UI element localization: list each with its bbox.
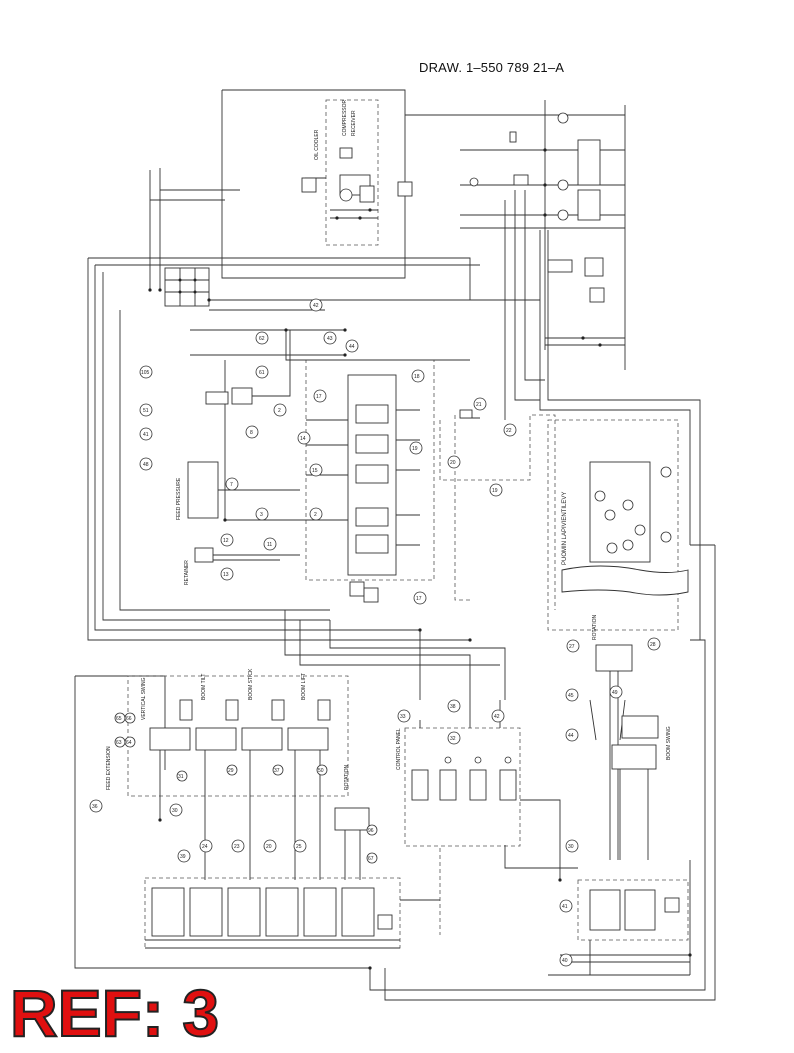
drawing-number: DRAW. 1–550 789 21–A: [419, 60, 565, 75]
oil-cooler-label: OIL COOLER: [314, 129, 320, 160]
ref-bubble: 13: [223, 572, 229, 578]
vertical-swing-label: VERTICAL SWING: [141, 677, 147, 720]
ref-bubble: 37: [274, 768, 280, 774]
feed-extension-label: FEED EXTENSION: [106, 746, 112, 790]
ref-bubble: 40: [562, 958, 568, 964]
ref-bubble: 27: [569, 644, 575, 650]
ref-bubble: 61: [259, 370, 265, 376]
ref-bubble: 14: [300, 436, 306, 442]
ref-bubble: 67: [368, 856, 374, 862]
ref-bubble: 63: [116, 740, 122, 746]
retainer-label: RETAINER: [184, 560, 190, 585]
boom-lift-label: BOOM LIFT: [301, 673, 307, 700]
ref-bubble: 50: [318, 768, 324, 774]
boom-stick-label: BOOM STICK: [248, 668, 254, 700]
ref-bubble: 28: [650, 642, 656, 648]
connecting-lines: [284, 190, 716, 1001]
ref-bubble: 23: [234, 844, 240, 850]
ref-bubble: 2: [314, 512, 317, 518]
ref-bubble: 42: [494, 714, 500, 720]
ref-bubble: 8: [250, 430, 253, 436]
boom-tilt-label: BOOM TILT: [201, 674, 207, 700]
left-pipework: [74, 168, 540, 969]
feed-pressure-area: FEED PRESSURE RETAINER: [176, 330, 300, 585]
ref-bubble: 30: [172, 808, 178, 814]
ref-bubble: 36: [92, 804, 98, 810]
ref-bubble: 38: [450, 704, 456, 710]
lower-valve-block: [144, 877, 401, 949]
ref-bubble: 15: [312, 468, 318, 474]
ref-bubble: 19: [492, 488, 498, 494]
ref-bubble: 96: [368, 828, 374, 834]
control-panel: CONTROL PANEL: [396, 700, 521, 847]
ref-bubble: 17: [316, 394, 322, 400]
ref-bubble: 25: [296, 844, 302, 850]
ref-bubble: 32: [450, 736, 456, 742]
ref-bubble: 42: [313, 303, 319, 309]
reference-bubbles: 42 43 44 105 51 41 48 62 61 2 8 7 3 12 1…: [89, 298, 661, 967]
lower-right-valve-block: [560, 860, 691, 975]
feed-pressure-label: FEED PRESSURE: [176, 477, 182, 520]
ref-bubble: 51: [143, 408, 149, 414]
ref-bubble: 29: [228, 768, 234, 774]
boom-panel-label: PUOMIN LAPIVIENTILEVY: [562, 492, 568, 565]
ref-bubble: 41: [562, 904, 568, 910]
compressor-group: OIL COOLER COMPRESSOR RECEIVER: [221, 89, 413, 279]
junction-dots: [148, 288, 692, 970]
ref-bubble: 33: [400, 714, 406, 720]
ref-bubble: 18: [414, 374, 420, 380]
reference-label: REF: 3: [9, 976, 220, 1050]
ref-bubble: 20: [450, 460, 456, 466]
ref-bubble: 39: [180, 854, 186, 860]
ref-bubble: 44: [349, 344, 355, 350]
ref-bubble: 64: [126, 740, 132, 746]
ref-bubble: 22: [506, 428, 512, 434]
boom-swing-group: BOOM SWING: [611, 715, 672, 860]
rotation-valve-label: ROTATION: [344, 765, 350, 790]
boom-panel: PUOMIN LAPIVIENTILEVY: [547, 419, 689, 631]
ref-bubble: 66: [126, 716, 132, 722]
boom-controls: VERTICAL SWING BOOM TILT BOOM STICK BOOM…: [106, 668, 349, 880]
ref-bubble: 3: [260, 512, 263, 518]
upper-right-manifold: [405, 100, 626, 370]
ref-bubble: 20: [266, 844, 272, 850]
main-valve-bank: [190, 329, 556, 610]
control-panel-label: CONTROL PANEL: [396, 728, 402, 770]
ref-bubble: 12: [223, 538, 229, 544]
ref-bubble: 21: [476, 402, 482, 408]
ref-bubble: 30: [568, 844, 574, 850]
rotation-label: ROTATION: [592, 615, 598, 640]
compressor-label: COMPRESSOR: [342, 99, 348, 136]
ref-bubble: 62: [259, 336, 265, 342]
ref-bubble: 105: [141, 370, 150, 376]
ref-bubble: 43: [327, 336, 333, 342]
ref-bubble: 7: [230, 482, 233, 488]
ref-bubble: 24: [202, 844, 208, 850]
ref-bubble: 31: [178, 774, 184, 780]
ref-bubble: 45: [568, 693, 574, 699]
ref-bubble: 17: [416, 596, 422, 602]
ref-bubble: 48: [143, 462, 149, 468]
ref-bubble: 19: [412, 446, 418, 452]
rotation-valve: ROTATION: [334, 765, 370, 880]
ref-bubble: 41: [143, 432, 149, 438]
receiver-label: RECEIVER: [351, 110, 357, 136]
ref-bubble: 65: [116, 716, 122, 722]
ref-bubble: 49: [612, 690, 618, 696]
ref-bubble: 2: [278, 408, 281, 414]
boom-swing-label: BOOM SWING: [666, 726, 672, 760]
ref-bubble: 11: [267, 542, 272, 548]
ref-bubble: 44: [568, 733, 574, 739]
